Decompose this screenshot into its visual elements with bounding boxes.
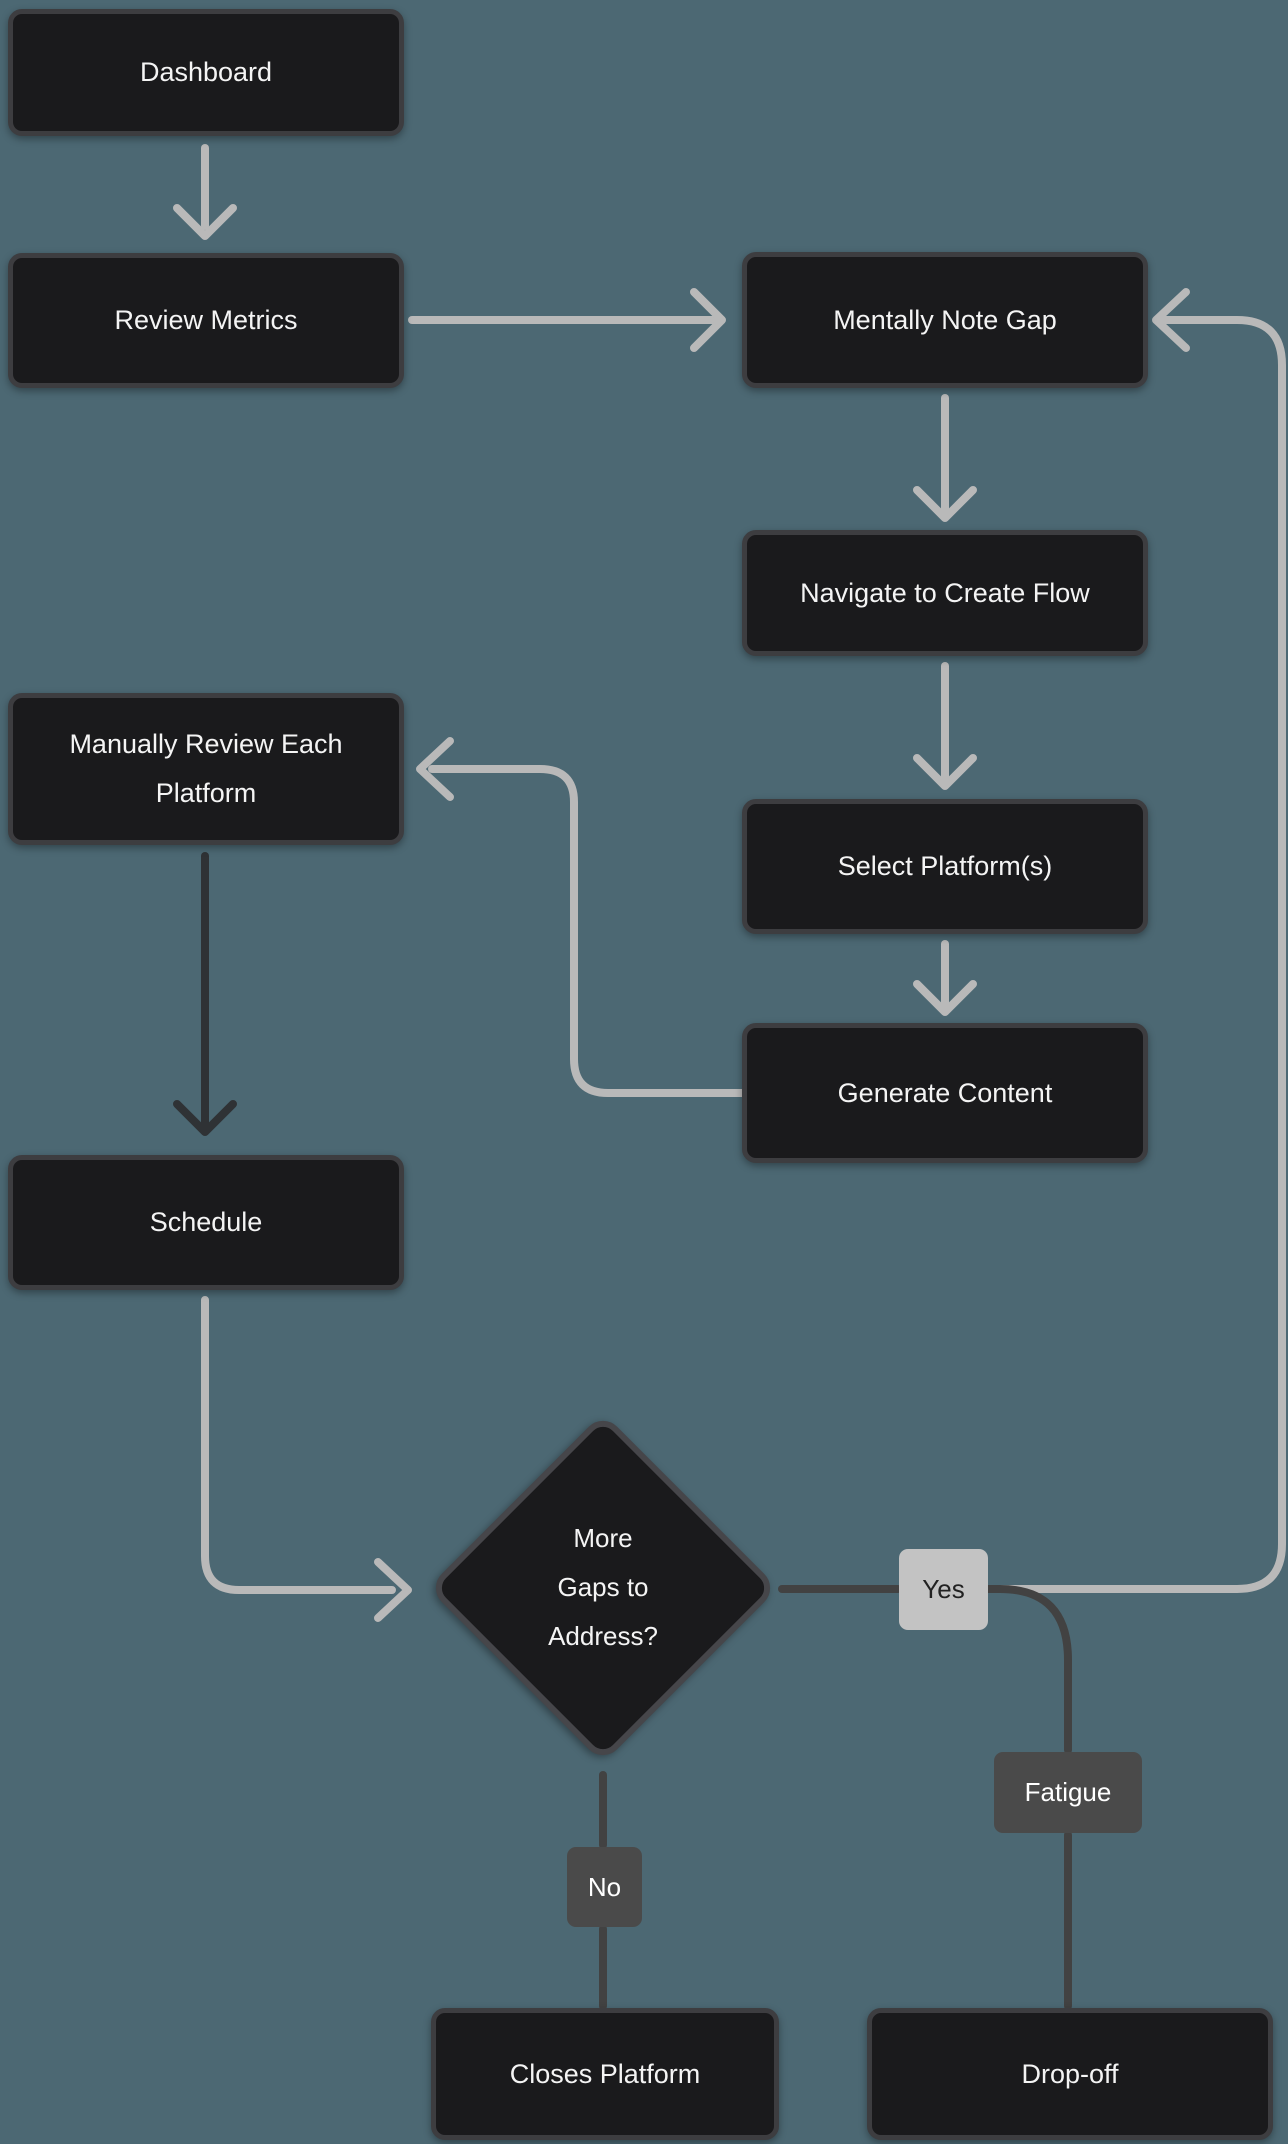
edge-yes-to-fatigue — [984, 1585, 1072, 1754]
edge-label-fatigue: Fatigue — [994, 1752, 1142, 1833]
node-select-platforms: Select Platform(s) — [742, 799, 1148, 934]
arrowhead-into-review-metrics — [173, 204, 237, 240]
node-schedule: Schedule — [8, 1155, 404, 1290]
edge-schedule-to-decision — [201, 1296, 396, 1594]
node-drop-off-label: Drop-off — [1021, 2058, 1119, 2089]
arrowhead-into-schedule — [173, 1100, 237, 1136]
arrowhead-into-decision — [374, 1558, 412, 1622]
node-schedule-label: Schedule — [149, 1207, 263, 1238]
edge-generate-content-to-manually-review — [428, 765, 746, 1097]
node-mentally-note-gap-label: Mentally Note Gap — [833, 304, 1057, 335]
node-drop-off: Drop-off — [867, 2008, 1273, 2140]
edge-label-no-text: No — [587, 1871, 622, 1902]
node-mentally-note-gap: Mentally Note Gap — [742, 252, 1148, 388]
arrowhead-into-manually-review — [416, 737, 454, 801]
node-dashboard: Dashboard — [8, 9, 404, 136]
node-manually-review-label: Manually Review Each Platform — [69, 729, 343, 808]
node-dashboard-label: Dashboard — [139, 57, 273, 88]
arrowhead-into-generate-content — [913, 980, 977, 1016]
decision-label-line-2: Gaps to — [557, 1572, 649, 1602]
node-review-metrics-label: Review Metrics — [114, 305, 298, 336]
edge-label-yes-text: Yes — [922, 1574, 965, 1604]
node-closes-platform: Closes Platform — [431, 2008, 779, 2140]
node-closes-platform-label: Closes Platform — [509, 2058, 701, 2089]
edge-label-yes: Yes — [899, 1549, 988, 1630]
node-decision-label: More Gaps to Address? — [453, 1514, 753, 1661]
decision-label-line-1: More — [573, 1523, 633, 1553]
arrowhead-into-navigate — [913, 486, 977, 522]
node-generate-content: Generate Content — [742, 1023, 1148, 1163]
arrowhead-loop-into-mentally-note-gap — [1152, 288, 1190, 352]
edge-label-no: No — [567, 1847, 642, 1927]
node-navigate-create-flow-label: Navigate to Create Flow — [800, 577, 1090, 608]
node-navigate-create-flow: Navigate to Create Flow — [742, 530, 1148, 656]
node-generate-content-label: Generate Content — [837, 1077, 1053, 1108]
node-review-metrics: Review Metrics — [8, 253, 404, 388]
decision-label-line-3: Address? — [548, 1621, 658, 1651]
edge-label-fatigue-text: Fatigue — [1024, 1777, 1112, 1807]
edge-yes-loop-to-mentally-note-gap — [984, 316, 1286, 1593]
arrowhead-into-mentally-note-gap — [690, 288, 726, 352]
node-select-platforms-label: Select Platform(s) — [837, 851, 1053, 882]
node-manually-review-each-platform: Manually Review Each Platform — [8, 693, 404, 845]
arrowhead-into-select-platforms — [913, 754, 977, 790]
